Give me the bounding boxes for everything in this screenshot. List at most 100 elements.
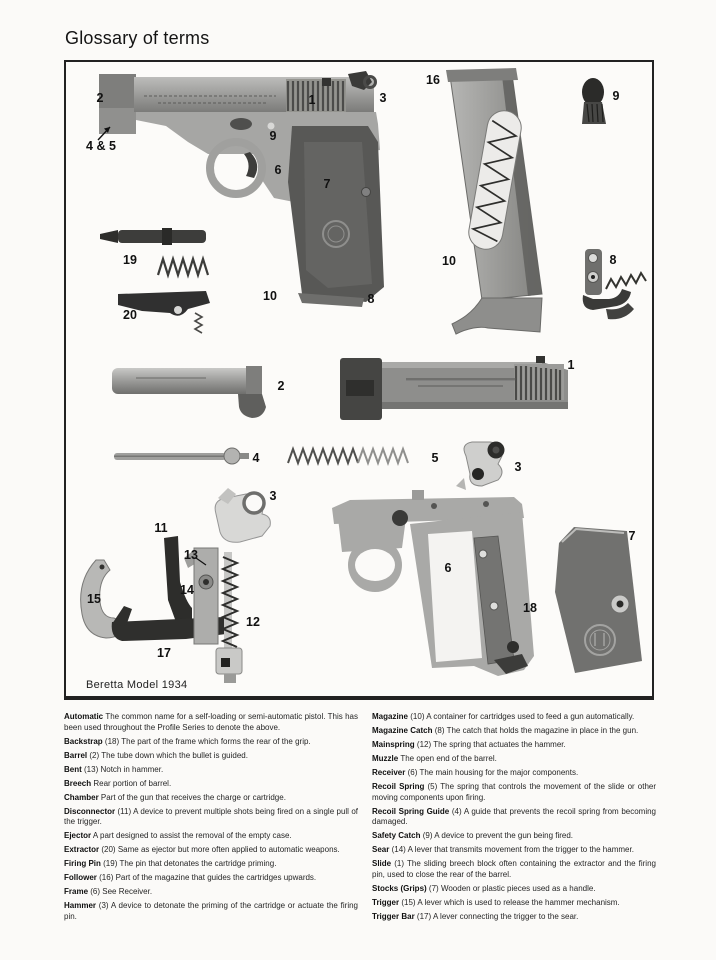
extractor-photo bbox=[118, 291, 210, 334]
glossary-entry: Muzzle The open end of the barrel. bbox=[372, 754, 656, 765]
magazine-catch-photo bbox=[582, 249, 647, 320]
glossary-entry: Follower (16) Part of the magazine that … bbox=[64, 873, 358, 884]
safety-lever bbox=[230, 118, 252, 130]
glossary-number: (19) bbox=[103, 859, 118, 868]
label-extractor: 20 bbox=[123, 308, 137, 322]
glossary-definition: The open end of the barrel. bbox=[400, 754, 497, 763]
glossary-number: (8) bbox=[434, 726, 445, 735]
firing-pin-spring bbox=[156, 255, 210, 279]
glossary-term: Firing Pin bbox=[64, 859, 101, 868]
frame-heel bbox=[494, 654, 528, 674]
glossary-term: Stocks (Grips) bbox=[372, 883, 427, 893]
label-sear: 14 bbox=[180, 583, 194, 597]
label-safety-catch: 9 bbox=[613, 89, 620, 103]
firing-pin-photo bbox=[100, 228, 210, 279]
label-slide-pistol: 1 bbox=[309, 93, 316, 107]
label-trigger: 15 bbox=[87, 592, 101, 606]
glossary-number: (3) bbox=[98, 901, 109, 910]
pistol-photo bbox=[97, 71, 384, 307]
parts-diagram: 2 3 4 & 5 1 9 6 7 10 8 19 20 16 10 9 8 2… bbox=[64, 60, 654, 700]
glossary-term: Ejector bbox=[64, 831, 92, 840]
label-slide: 1 bbox=[568, 358, 575, 372]
grip-screw bbox=[361, 187, 371, 197]
disconnector-part bbox=[164, 536, 192, 622]
label-hammer-pistol: 3 bbox=[380, 91, 387, 105]
glossary-left-column: Automatic The common name for a self-loa… bbox=[64, 712, 358, 926]
barrel-photo bbox=[112, 366, 266, 418]
glossary-definition: A lever connecting the trigger to the se… bbox=[432, 911, 579, 921]
trigger-guard bbox=[206, 138, 266, 198]
magazine-window bbox=[468, 110, 522, 250]
glossary-entry: Mainspring (12) The spring that actuates… bbox=[372, 740, 656, 751]
glossary-entry: Breech Rear portion of barrel. bbox=[64, 779, 358, 790]
glossary-term: Follower bbox=[64, 873, 97, 882]
glossary-term: Automatic bbox=[64, 712, 104, 721]
glossary-number: (20) bbox=[101, 845, 116, 854]
glossary-number: (9) bbox=[422, 831, 433, 840]
safety-ridges bbox=[586, 103, 604, 123]
label-frame-pistol: 6 bbox=[275, 163, 282, 177]
label-mainspring: 12 bbox=[246, 615, 260, 629]
recoil-spring-guide-photo bbox=[114, 447, 249, 465]
glossary-term: Backstrap bbox=[64, 736, 103, 746]
glossary-term: Trigger Bar bbox=[372, 911, 415, 921]
glossary-definition: The spring that actuates the hammer. bbox=[433, 740, 566, 749]
label-magazine: 10 bbox=[442, 254, 456, 268]
slide-inscription-line1 bbox=[406, 378, 516, 381]
glossary-term: Chamber bbox=[64, 792, 99, 802]
glossary-term: Slide bbox=[372, 859, 392, 868]
glossary-definition: A guide that prevents the recoil spring … bbox=[372, 806, 657, 827]
label-recoil-spring: 5 bbox=[432, 451, 439, 465]
glossary-number: (18) bbox=[104, 736, 120, 746]
glossary-term: Safety Catch bbox=[372, 831, 421, 840]
serration-panel bbox=[286, 79, 346, 112]
glossary-number: (15) bbox=[401, 897, 416, 907]
magazine-spring bbox=[470, 119, 519, 243]
stock-medallion bbox=[584, 624, 616, 656]
glossary-term: Recoil Spring Guide bbox=[372, 806, 450, 816]
glossary-definition: Same as ejector but more often applied t… bbox=[117, 845, 340, 854]
glossary-number: (5) bbox=[427, 782, 438, 791]
glossary-entry: Receiver (6) The main housing for the ma… bbox=[372, 768, 656, 779]
glossary-definition: The sliding breech block often containin… bbox=[372, 859, 656, 879]
glossary-definition: A part designed to assist the removal of… bbox=[92, 831, 292, 840]
glossary-definition: Rear portion of barrel. bbox=[93, 778, 172, 788]
glossary-number: (11) bbox=[117, 806, 132, 816]
glossary-entry: Recoil Spring Guide (4) A guide that pre… bbox=[372, 807, 656, 828]
glossary-entry: Trigger Bar (17) A lever connecting the … bbox=[372, 912, 656, 923]
grip-medallion-inner bbox=[327, 225, 345, 243]
recoil-plug-housing bbox=[99, 108, 136, 134]
glossary-definition: The tube down which the bullet is guided… bbox=[101, 750, 248, 760]
glossary-entry: Magazine (10) A container for cartridges… bbox=[372, 712, 656, 723]
glossary-term: Hammer bbox=[64, 901, 97, 910]
glossary-entry: Recoil Spring (5) The spring that contro… bbox=[372, 782, 656, 803]
hammer-spur-part bbox=[218, 488, 236, 504]
glossary-number: (13) bbox=[84, 764, 99, 774]
glossary-number: (6) bbox=[407, 768, 418, 777]
glossary-term: Breech bbox=[64, 778, 92, 788]
glossary-entry: Trigger (15) A lever which is used to re… bbox=[372, 898, 656, 909]
barrel-lug bbox=[238, 394, 266, 418]
glossary-definition: The main housing for the major component… bbox=[419, 768, 579, 777]
magazine-base bbox=[298, 293, 364, 307]
glossary-section: Automatic The common name for a self-loa… bbox=[64, 712, 656, 926]
glossary-entry: Automatic The common name for a self-loa… bbox=[64, 712, 358, 733]
label-grips: 7 bbox=[629, 529, 636, 543]
glossary-entry: Disconnector (11) A device to prevent mu… bbox=[64, 807, 358, 828]
glossary-term: Sear bbox=[372, 845, 390, 854]
glossary-entry: Stocks (Grips) (7) Wooden or plastic pie… bbox=[372, 884, 656, 895]
magazine-lips bbox=[446, 68, 518, 82]
label-safety-pistol: 9 bbox=[270, 129, 277, 143]
label-recoil-spring-guide: 4 bbox=[253, 451, 260, 465]
label-firing-pin: 19 bbox=[123, 253, 137, 267]
glossary-number: (14) bbox=[391, 845, 406, 854]
glossary-definition: See Receiver. bbox=[102, 887, 153, 896]
safety-catch-photo bbox=[582, 78, 606, 124]
mainspring-part bbox=[220, 556, 240, 648]
slide-inscription bbox=[144, 95, 276, 104]
frame-hole bbox=[392, 510, 408, 526]
label-magazine-pistol: 10 bbox=[263, 289, 277, 303]
glossary-definition: The catch that holds the magazine in pla… bbox=[446, 726, 639, 735]
exploded-parts-illustration: 2 3 4 & 5 1 9 6 7 10 8 19 20 16 10 9 8 2… bbox=[80, 68, 647, 691]
glossary-definition: A device to prevent multiple shots being… bbox=[64, 806, 358, 827]
